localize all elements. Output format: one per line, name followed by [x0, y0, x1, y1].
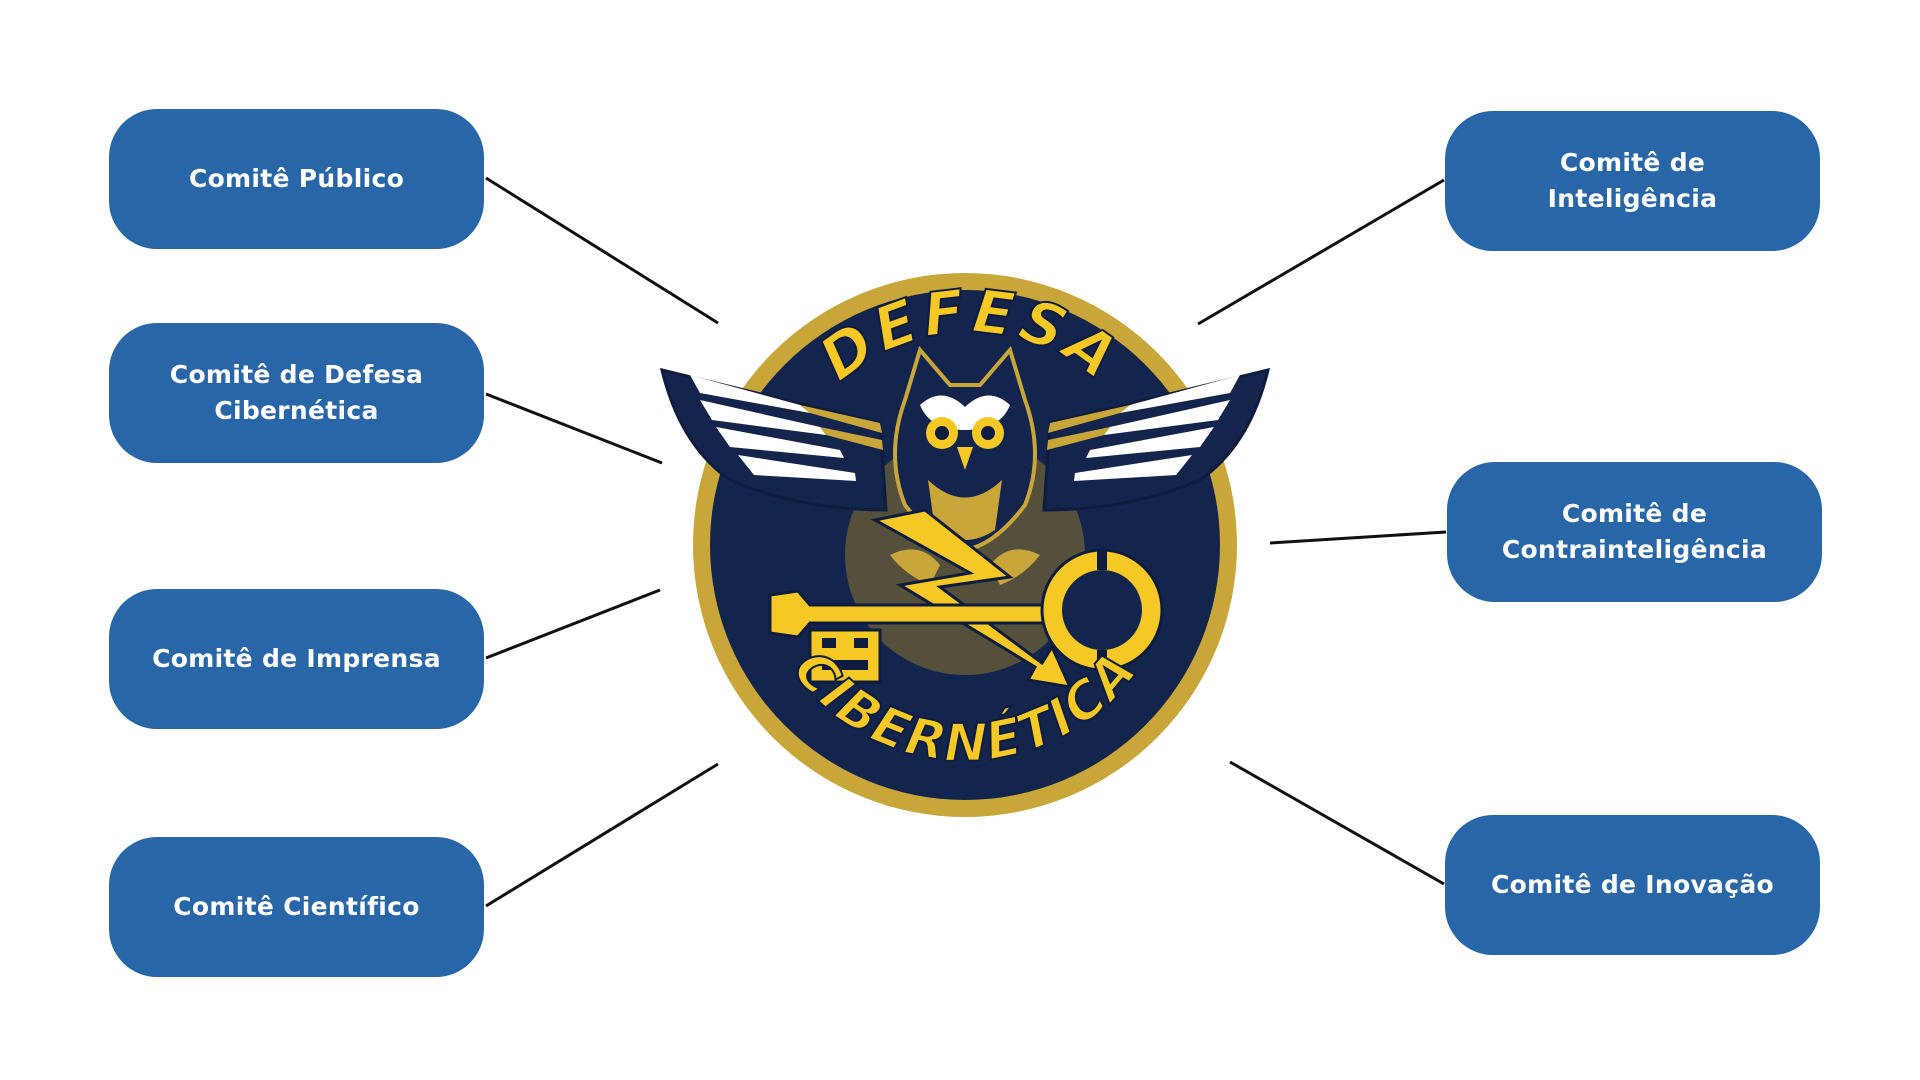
node-label: Comitê de Inovação [1490, 870, 1774, 899]
node-label-line2: Contrainteligência [1501, 535, 1768, 564]
node-label-line2: Cibernética [214, 396, 379, 425]
node-label-line1: Comitê de [1561, 499, 1708, 528]
node-comite-inovacao: Comitê de Inovação [1445, 815, 1820, 955]
node-label-line1: Comitê de Defesa [169, 360, 424, 389]
node-label: Comitê de Contrainteligência [1502, 496, 1767, 568]
connector-imprensa [485, 588, 661, 660]
key-icon [768, 548, 1164, 684]
node-comite-imprensa: Comitê de Imprensa [109, 589, 484, 729]
node-label: Comitê Público [188, 164, 405, 193]
node-comite-defesa-cibernetica: Comitê de Defesa Cibernética [109, 323, 484, 463]
right-wing-icon [1042, 367, 1271, 512]
lightning-bolt-icon [870, 508, 1073, 689]
node-label: Comitê de Inteligência [1547, 148, 1718, 213]
connector-cientifico [485, 762, 719, 908]
connector-inovacao [1229, 760, 1445, 886]
node-comite-publico: Comitê Público [109, 109, 484, 249]
left-wing-icon [659, 367, 888, 512]
connector-defesa-cibernetica [485, 392, 663, 465]
node-label: Comitê Científico [173, 892, 420, 921]
node-comite-inteligencia: Comitê de Inteligência [1445, 111, 1820, 251]
connector-publico [485, 176, 719, 325]
defesa-cibernetica-emblem: DEFESA CIBERNÉTICA [659, 273, 1271, 817]
node-comite-cientifico: Comitê Científico [109, 837, 484, 977]
node-label: Comitê de Defesa Cibernética [170, 357, 423, 429]
node-label: Comitê de Imprensa [152, 644, 441, 673]
node-comite-contrainteligencia: Comitê de Contrainteligência [1447, 462, 1822, 602]
connector-inteligencia [1197, 178, 1445, 326]
connector-contrainteligencia [1269, 530, 1447, 545]
